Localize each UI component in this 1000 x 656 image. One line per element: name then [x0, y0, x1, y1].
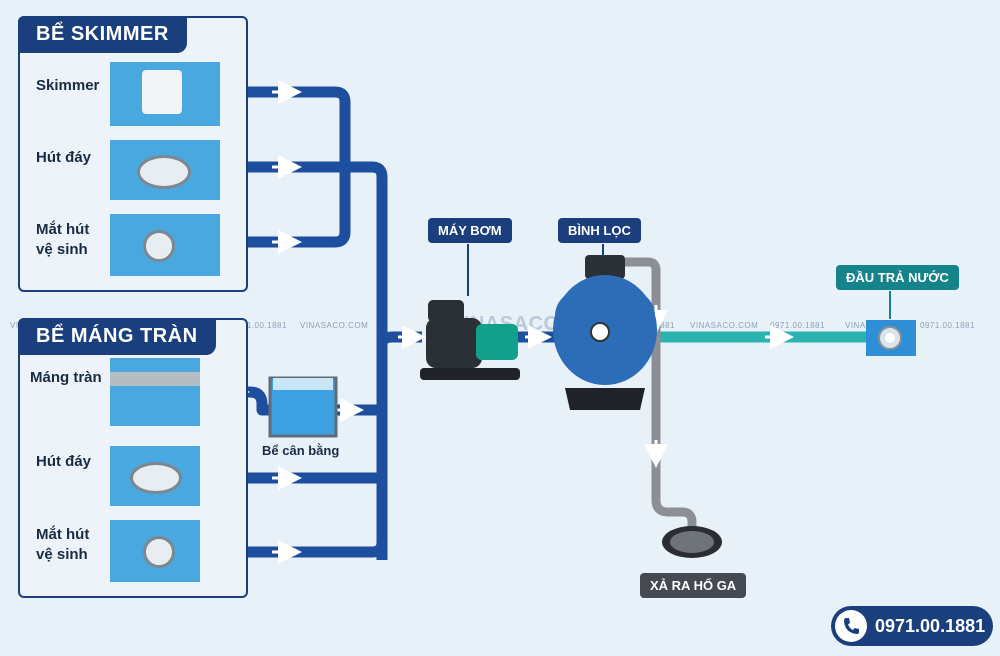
balance-tank-label: Bể cân bằng [262, 443, 340, 458]
phone-number: 0971.00.1881 [875, 616, 986, 636]
floor-drain-label: Hút đáy [36, 453, 92, 470]
vacuum-port-label: Mắt hút vệ sinh [36, 221, 90, 258]
vacuum-port-label: Mắt hút vệ sinh [36, 526, 90, 563]
pump-tag-connector [467, 244, 469, 296]
watermark-brand: VINASACO.COM [300, 321, 369, 330]
watermark-phone: 0971.00.1881 [232, 321, 287, 330]
drain-pipe [625, 257, 697, 530]
watermark-phone: 0971.00.1881 [920, 321, 975, 330]
drain-tag: XẢ RA HỐ GA [640, 573, 747, 598]
pump-shape [420, 300, 520, 380]
floor-drain-icon [137, 155, 191, 189]
overflow-panel-title: BỂ MÁNG TRÀN [18, 318, 216, 355]
phone-contact[interactable]: 0971.00.1881 [831, 606, 993, 646]
gutter-edge-icon [110, 372, 200, 386]
filter-tag-connector [602, 244, 604, 256]
suction-pipes [200, 86, 422, 560]
skimmer-item-label: Skimmer [36, 77, 100, 94]
overflow-gutter-image [110, 358, 200, 426]
floor-drain-label: Hút đáy [36, 149, 92, 166]
pump-tag: MÁY BƠM [428, 218, 512, 243]
phone-icon [835, 610, 867, 642]
filter-shape [553, 255, 657, 410]
return-tag-connector [889, 291, 891, 319]
watermark-brand: VINASACO.COM [690, 321, 759, 330]
overflow-gutter-label: Máng tràn [30, 369, 102, 386]
skimmer-panel-title: BỂ SKIMMER [18, 16, 187, 53]
return-inlet-tag: ĐẦU TRẢ NƯỚC [836, 265, 959, 290]
vacuum-port-icon [143, 536, 175, 568]
floor-drain-icon [130, 462, 182, 494]
filter-tag: BÌNH LỌC [558, 218, 641, 243]
vacuum-port-icon [143, 230, 175, 262]
watermark-phone: 0971.00.1881 [770, 321, 825, 330]
skimmer-box-icon [142, 70, 182, 114]
